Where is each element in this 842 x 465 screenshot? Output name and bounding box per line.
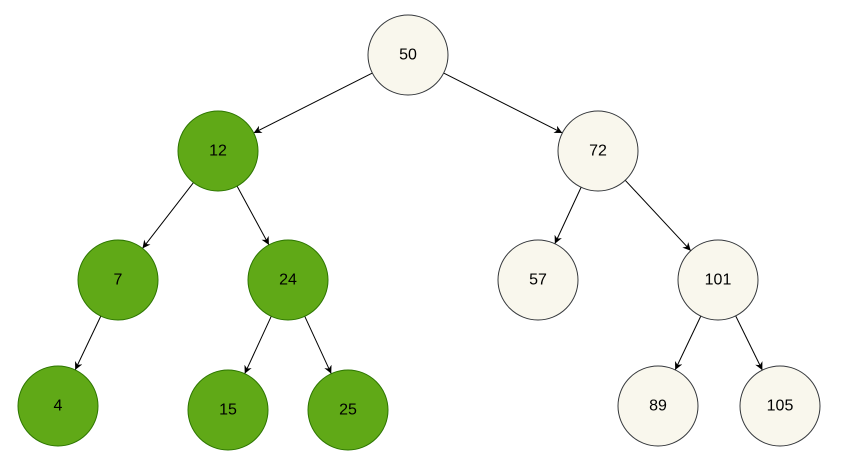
edge-7-to-4 [74,315,102,371]
node-label: 89 [649,398,667,415]
edge-101-to-105 [735,315,763,371]
node-label: 57 [529,272,547,289]
edge-24-to-15 [244,316,272,374]
edge-101-to-89 [674,315,702,371]
node-label: 4 [54,398,63,415]
node-label: 24 [279,272,297,289]
node-circle [497,239,579,321]
edge-72-to-57 [554,187,582,244]
node-circle [677,239,759,321]
tree-node-25: 25 [307,369,389,451]
node-label: 101 [705,272,732,289]
node-label: 7 [114,272,123,289]
tree-node-72: 72 [557,110,639,192]
node-circle [17,365,99,447]
edge-12-to-7 [142,182,194,249]
tree-node-24: 24 [247,239,329,321]
node-circle [739,365,821,447]
nodes-layer: 50 12 72 7 24 57 101 4 15 25 89 105 [17,14,821,451]
tree-node-50: 50 [367,14,449,96]
node-circle [177,110,259,192]
node-label: 72 [589,143,607,160]
tree-node-4: 4 [17,365,99,447]
edge-12-to-24 [236,185,270,246]
edge-24-to-25 [304,316,332,374]
node-circle [307,369,389,451]
edge-72-to-101 [624,179,692,252]
tree-node-101: 101 [677,239,759,321]
node-label: 25 [339,402,357,419]
tree-node-105: 105 [739,365,821,447]
tree-node-15: 15 [187,369,269,451]
node-label: 50 [399,47,417,64]
tree-node-7: 7 [77,239,159,321]
node-circle [617,365,699,447]
node-circle [367,14,449,96]
edge-50-to-12 [253,72,373,134]
node-label: 12 [209,143,227,160]
node-label: 15 [219,402,237,419]
tree-node-12: 12 [177,110,259,192]
edges-layer [74,72,763,374]
node-label: 105 [767,398,794,415]
node-circle [77,239,159,321]
node-circle [557,110,639,192]
node-circle [247,239,329,321]
tree-node-89: 89 [617,365,699,447]
node-circle [187,369,269,451]
tree-node-57: 57 [497,239,579,321]
edge-50-to-72 [443,72,563,134]
